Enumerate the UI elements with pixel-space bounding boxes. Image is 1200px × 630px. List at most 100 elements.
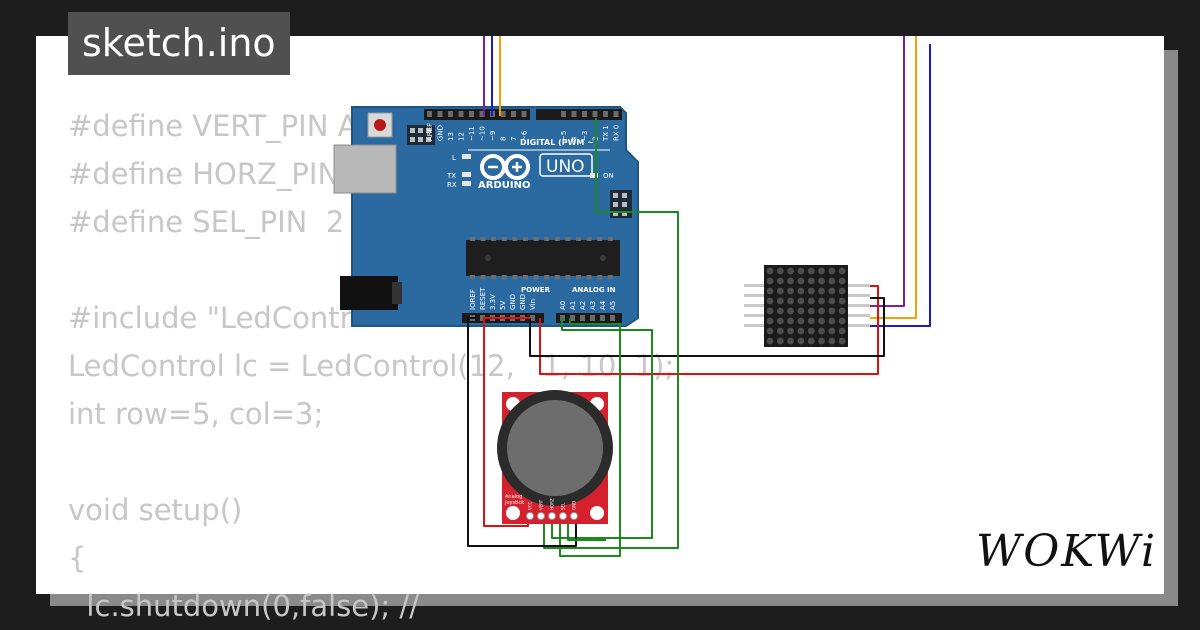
- joystick-pin[interactable]: [526, 512, 534, 520]
- matrix-led: [818, 307, 825, 315]
- analog-pin-label: A1: [569, 301, 577, 310]
- joystick-pin[interactable]: [570, 512, 578, 520]
- sketch-tab[interactable]: sketch.ino: [68, 12, 290, 75]
- matrix-led: [787, 267, 794, 275]
- board-brand: ARDUINO: [478, 180, 530, 191]
- digital-pin[interactable]: [521, 111, 527, 117]
- matrix-led: [787, 327, 794, 335]
- led-l: [462, 154, 471, 159]
- chip-pin: [597, 275, 603, 279]
- matrix-pin-right[interactable]: [846, 304, 870, 307]
- matrix-pin-right[interactable]: [846, 314, 870, 317]
- digital-pin[interactable]: [479, 111, 485, 117]
- digital-pin-label: TX 1: [602, 125, 610, 142]
- matrix-pin-right[interactable]: [846, 324, 870, 327]
- matrix-pin-left: [744, 304, 766, 307]
- joystick-pin[interactable]: [537, 512, 545, 520]
- board-model: UNO: [546, 157, 585, 177]
- chip-pin: [554, 275, 560, 279]
- power-pin[interactable]: [480, 315, 485, 321]
- joystick-pin[interactable]: [548, 512, 556, 520]
- card-shadow-right: [1164, 50, 1178, 606]
- power-pin[interactable]: [530, 315, 535, 321]
- analog-pin[interactable]: [570, 315, 575, 321]
- matrix-led: [828, 307, 836, 315]
- chip-pin: [512, 275, 518, 279]
- matrix-led: [797, 267, 805, 275]
- chip-pin: [607, 237, 613, 241]
- digital-pin[interactable]: [448, 111, 453, 117]
- digital-pin[interactable]: [458, 111, 464, 117]
- joystick-pin-label: VCC: [528, 501, 533, 510]
- digital-pin[interactable]: [571, 111, 577, 117]
- code-line: #define SEL_PIN 2: [68, 205, 345, 239]
- matrix-led: [776, 327, 784, 335]
- chip-pin: [586, 275, 592, 279]
- digital-pin-label: 13: [447, 132, 455, 141]
- power-pin-label: GND: [519, 294, 527, 310]
- digital-pin[interactable]: [500, 111, 506, 117]
- matrix-led: [766, 297, 774, 305]
- code-line: lc.shutdown(0,false); //: [68, 589, 419, 623]
- analog-pin[interactable]: [580, 315, 585, 321]
- matrix-led: [807, 267, 815, 275]
- joystick-pin[interactable]: [559, 512, 567, 520]
- digital-pin-label: AREF: [426, 123, 434, 141]
- analog-pin[interactable]: [590, 315, 595, 321]
- simulator-canvas[interactable]: #define VERT_PIN A#define HORZ_PIN#defin…: [36, 36, 1164, 623]
- digital-pin[interactable]: [469, 111, 474, 117]
- digital-pin[interactable]: [437, 111, 443, 117]
- power-header-label: POWER: [521, 286, 551, 294]
- matrix-led: [766, 287, 774, 295]
- analog-pin[interactable]: [610, 315, 615, 321]
- chip-pin: [501, 237, 507, 241]
- digital-pin[interactable]: [592, 111, 598, 117]
- power-pin-label: Vin: [529, 299, 537, 310]
- matrix-led: [807, 327, 815, 335]
- code-line: #include "LedContr: [68, 301, 352, 335]
- matrix-led: [797, 337, 805, 345]
- led-matrix[interactable]: [744, 265, 870, 347]
- matrix-body: [764, 265, 848, 347]
- matrix-pin-right[interactable]: [846, 294, 870, 297]
- digital-pin[interactable]: [427, 111, 432, 117]
- matrix-led: [828, 337, 836, 345]
- digital-pin[interactable]: [613, 111, 619, 117]
- matrix-led: [838, 267, 846, 275]
- matrix-led: [776, 317, 784, 325]
- digital-pin[interactable]: [561, 111, 566, 117]
- matrix-pin-left: [744, 284, 766, 287]
- code-editor[interactable]: #define VERT_PIN A#define HORZ_PIN#defin…: [68, 102, 674, 630]
- wire-black-matrix: [529, 297, 885, 357]
- wire-purple-matrix: [870, 36, 905, 307]
- code-line: int row=5, col=3;: [68, 397, 324, 431]
- power-pin-label: 3.3V: [489, 294, 497, 310]
- matrix-led: [776, 337, 784, 345]
- matrix-led: [807, 317, 815, 325]
- code-line: void setup(): [68, 493, 243, 527]
- digital-pin[interactable]: [603, 111, 608, 117]
- analog-pin[interactable]: [600, 315, 605, 321]
- matrix-led: [838, 287, 846, 295]
- matrix-led: [797, 327, 805, 335]
- matrix-led: [776, 267, 784, 275]
- chip-pin: [480, 275, 486, 279]
- wires[interactable]: [467, 36, 931, 557]
- matrix-pin-right[interactable]: [846, 284, 870, 287]
- matrix-led: [818, 317, 825, 325]
- led-on-label: ON: [603, 172, 614, 180]
- digital-header-left: [424, 109, 530, 120]
- wire-black-gnd: [467, 317, 577, 547]
- digital-pin[interactable]: [582, 111, 587, 117]
- analog-pin-label: A2: [579, 301, 587, 310]
- chip-pin: [565, 275, 571, 279]
- wire-orange-matrix: [870, 36, 917, 319]
- matrix-led: [787, 307, 794, 315]
- joystick-knob[interactable]: [507, 400, 603, 496]
- chip-pin: [576, 275, 581, 279]
- matrix-led: [818, 277, 825, 285]
- digital-pin[interactable]: [511, 111, 516, 117]
